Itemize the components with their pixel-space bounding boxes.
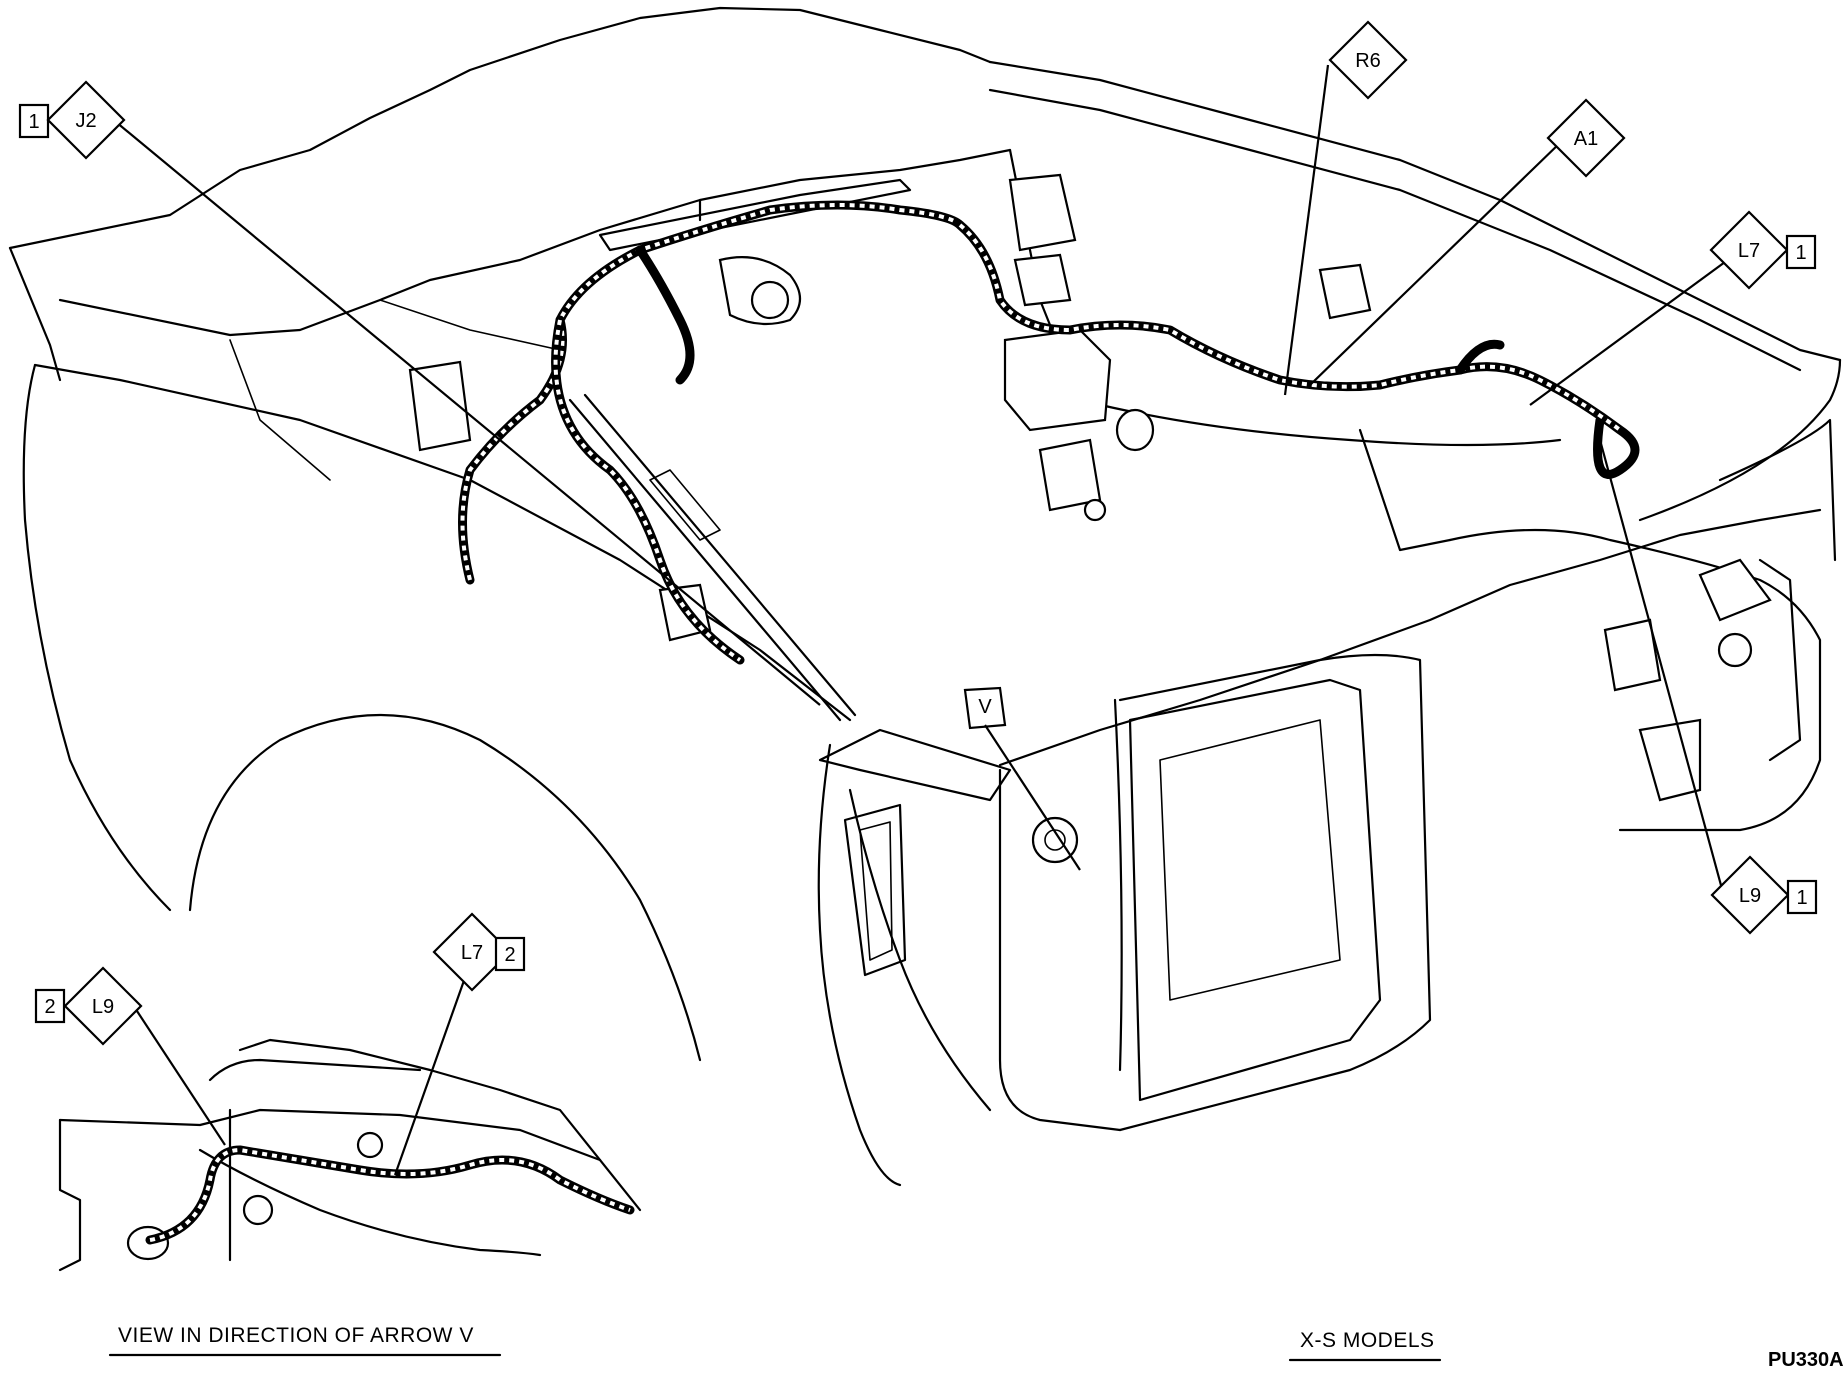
callout-l7-main-sheet-box: [1785, 234, 1817, 270]
engine-bay-components: [408, 173, 1772, 864]
relay-block: [1038, 438, 1102, 512]
callout-l9-inset-sheet: 2: [44, 996, 55, 1018]
callout-l7-main-sheet: 1: [1795, 242, 1806, 264]
callout-l9-main: L9 1: [1710, 855, 1818, 935]
callout-l7-main-diamond: [1709, 210, 1789, 290]
callout-arrow-v: V: [978, 696, 992, 718]
right-connector: [1318, 263, 1372, 320]
inset-caption: VIEW IN DIRECTION OF ARROW V: [118, 1324, 474, 1347]
fuse-block: [1008, 173, 1077, 252]
callout-l7-inset-sheet: 2: [504, 944, 515, 966]
callout-j2: 1 J2: [18, 80, 126, 160]
coolant-reservoir: [1003, 328, 1112, 432]
models-caption: X-S MODELS: [1300, 1329, 1435, 1352]
captions: VIEW IN DIRECTION OF ARROW V X-S MODELS …: [108, 1324, 1844, 1371]
callout-r6: R6: [1328, 20, 1408, 100]
callout-r6-code: R6: [1355, 50, 1381, 72]
leader-lines: [115, 64, 1727, 1176]
callout-l9-main-sheet: 1: [1796, 887, 1807, 909]
wiring-harness: [458, 200, 1640, 665]
callout-l9-inset: 2 L9: [34, 966, 143, 1046]
callout-j2-sheet: 1: [28, 111, 39, 133]
callout-l9-main-sheet-box: [1786, 879, 1818, 915]
vehicle-body-outline: [8, 6, 1842, 1187]
callout-a1: A1: [1546, 98, 1626, 178]
callout-j2-diamond: [46, 80, 126, 160]
callout-r6-diamond: [1328, 20, 1408, 100]
figure-reference: PU330A: [1768, 1349, 1844, 1371]
callout-l7-inset: L7 2: [432, 912, 526, 992]
right-headlamp-socket: [1717, 632, 1753, 668]
callout-l9-main-diamond: [1710, 855, 1790, 935]
callout-a1-code: A1: [1574, 128, 1598, 150]
reservoir-cap: [1115, 408, 1155, 452]
inset-view-arrow-v: [58, 1038, 642, 1272]
callout-a1-diamond: [1546, 98, 1626, 178]
arrow-v-marker: [963, 686, 1007, 730]
callout-l7-main-code: L7: [1738, 240, 1760, 262]
callout-l9-inset-diamond: [63, 966, 143, 1046]
callout-l7-inset-sheet-box: [494, 936, 526, 972]
callout-l7-main: L7 1: [1709, 210, 1817, 290]
left-headlamp-socket: [1031, 816, 1079, 864]
callout-l9-inset-code: L9: [92, 996, 114, 1018]
left-module: [408, 360, 472, 452]
callout-j2-code: J2: [75, 110, 96, 132]
callout-l7-inset-code: L7: [461, 942, 483, 964]
arrow-v-label: V: [978, 696, 992, 718]
callout-l9-main-code: L9: [1739, 885, 1761, 907]
